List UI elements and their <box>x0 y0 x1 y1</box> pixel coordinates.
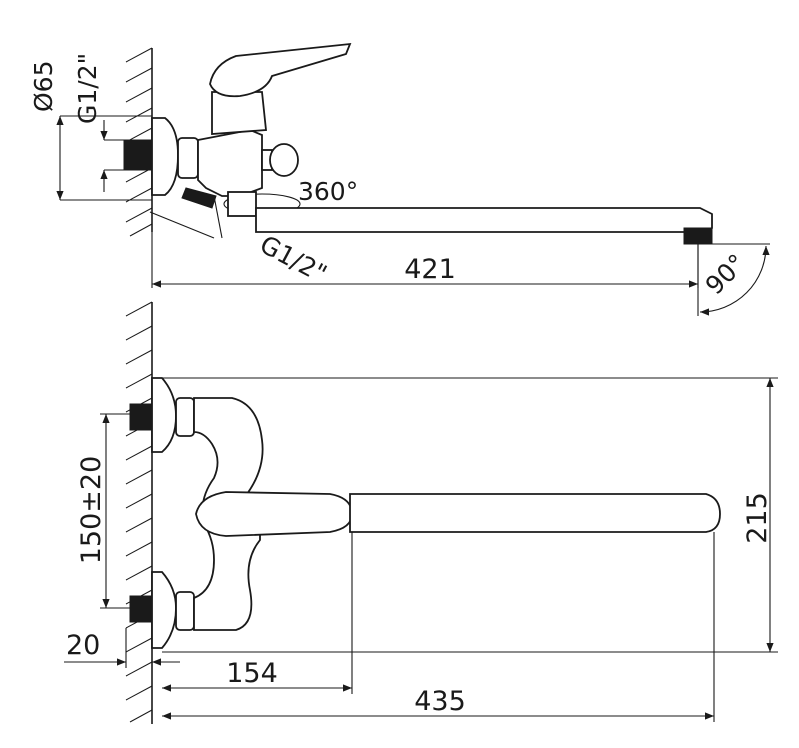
escutcheon-cover <box>151 117 179 196</box>
handle-distance-label: 154 <box>226 658 278 689</box>
lever-handle-front <box>195 491 353 537</box>
spout-length-label: 421 <box>404 254 456 285</box>
dimension-diameter: Ø65 <box>29 61 152 201</box>
angled-inlet <box>181 187 217 209</box>
lever-handle <box>209 42 352 98</box>
escutcheon-upper <box>151 377 177 453</box>
outlet-angle-label: 90° <box>700 248 752 300</box>
rotation-label: 360° <box>298 177 358 206</box>
swivel-nut <box>227 191 257 217</box>
total-length-label: 435 <box>414 686 466 717</box>
dimension-height: 215 <box>162 377 778 653</box>
diameter-label: Ø65 <box>29 61 58 113</box>
nut-upper <box>175 397 195 437</box>
spout-top <box>255 207 713 233</box>
inlet-pipe-stub <box>123 139 153 171</box>
eccentric-nut <box>177 137 199 179</box>
mixer-body <box>197 129 263 197</box>
thread-top-label: G1/2" <box>73 53 102 124</box>
dimension-thread-top: G1/2" <box>73 53 124 192</box>
height-label: 215 <box>742 492 773 544</box>
dimension-spout-length: 421 <box>151 232 699 288</box>
dimension-outlet-angle: 90° <box>697 243 770 316</box>
dimension-wall-offset: 20 <box>64 628 180 668</box>
escutcheon-lower <box>151 571 177 649</box>
dimension-handle-distance: 154 <box>162 532 353 694</box>
dimension-center-distance: 150±20 <box>76 413 130 609</box>
front-view: 150±20 20 215 154 435 <box>64 301 778 724</box>
wall-hatching-front <box>125 301 153 724</box>
wall-offset-label: 20 <box>66 630 100 661</box>
inlet-stub-upper <box>129 403 153 431</box>
aerator-top <box>683 227 713 245</box>
diverter-knob <box>261 143 299 177</box>
cartridge-housing <box>211 91 267 135</box>
center-distance-label: 150±20 <box>76 456 107 565</box>
spout-front <box>349 493 721 533</box>
nut-lower <box>175 591 195 631</box>
thread-inlet-label: G1/2" <box>255 230 331 289</box>
top-view: Ø65 G1/2" 360° G1/2" 421 <box>29 42 770 316</box>
dimension-total-length: 435 <box>162 532 715 722</box>
inlet-stub-lower <box>129 595 153 623</box>
